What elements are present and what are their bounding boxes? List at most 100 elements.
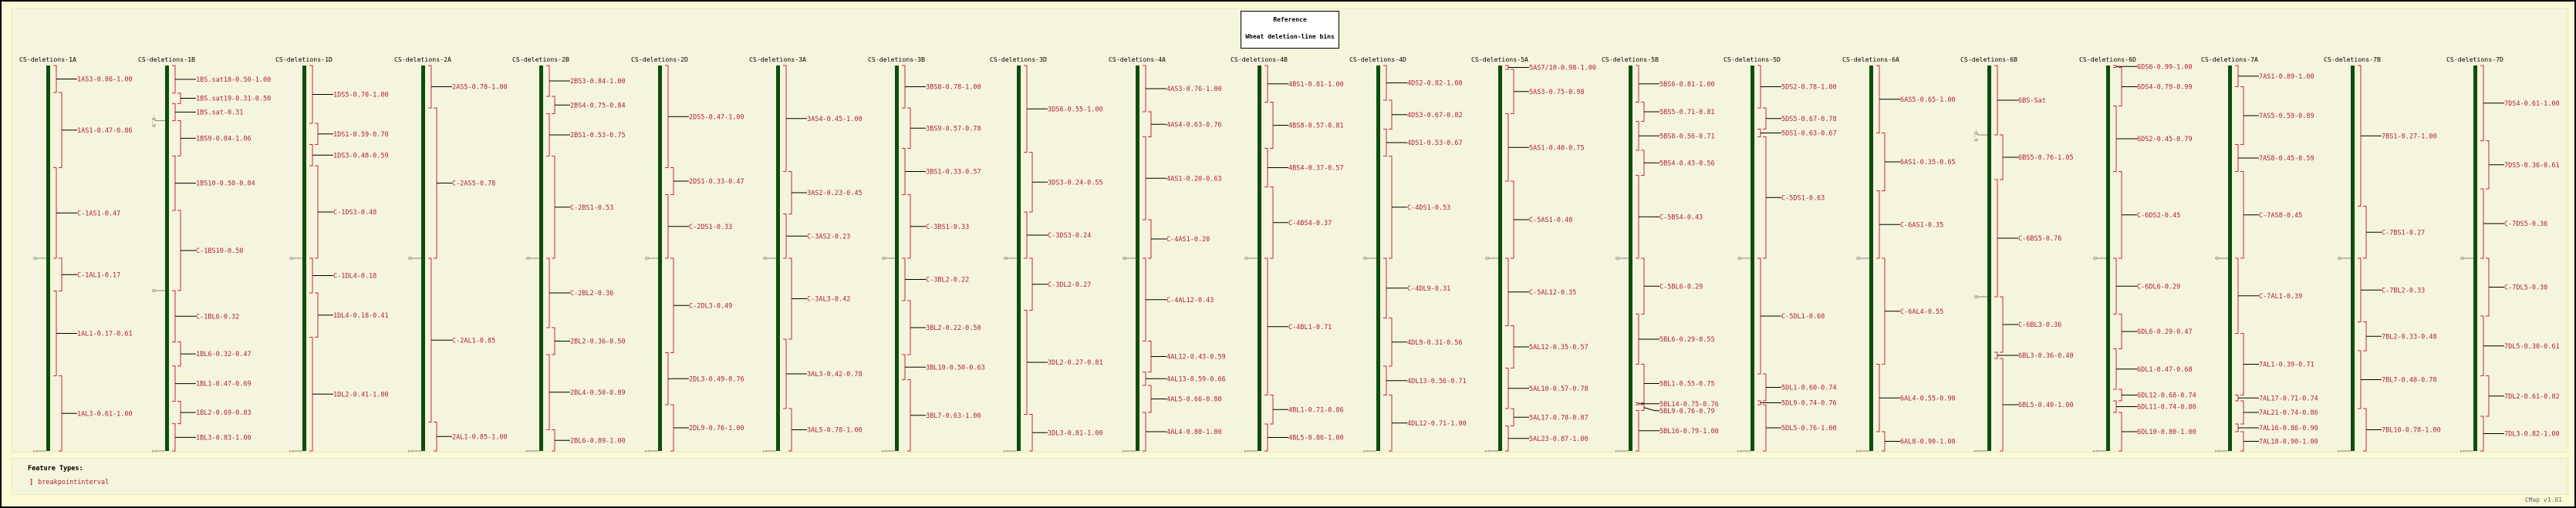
breakpoint-interval-bracket[interactable] <box>1389 99 1393 130</box>
breakpoint-interval-bracket[interactable] <box>172 65 176 94</box>
chromosome-title[interactable]: CS-deletions-5A <box>1471 56 1528 63</box>
breakpoint-interval-bracket[interactable] <box>59 92 62 168</box>
feature-label[interactable]: 6DS4-0.79-0.99 <box>2137 84 2193 92</box>
breakpoint-interval-bracket[interactable] <box>1641 257 1645 315</box>
feature-label[interactable]: C-7DL5-0.30 <box>2504 284 2547 292</box>
feature-label[interactable]: 5BL14-0.75-0.76 <box>1659 401 1719 409</box>
breakpoint-interval-bracket[interactable] <box>2113 257 2117 315</box>
feature-label[interactable]: 4AL4-0.80-1.00 <box>1166 429 1222 436</box>
breakpoint-interval-bracket[interactable] <box>53 167 57 259</box>
breakpoint-interval-bracket[interactable] <box>59 257 62 291</box>
chromosome-title[interactable]: CS-deletions-6D <box>2079 56 2136 63</box>
feature-label[interactable]: 6DL6-0.29-0.47 <box>2137 328 2193 336</box>
feature-label[interactable]: 6BS5-0.76-1.05 <box>2018 154 2074 162</box>
breakpoint-interval-bracket[interactable] <box>783 214 787 259</box>
feature-label[interactable]: 1DS3-0.48-0.59 <box>333 152 389 160</box>
feature-label[interactable]: C-7AL1-0.39 <box>2259 293 2302 301</box>
breakpoint-interval-bracket[interactable] <box>552 156 555 259</box>
breakpoint-interval-bracket[interactable] <box>1383 365 1387 395</box>
feature-label[interactable]: C-2DS1-0.33 <box>689 224 732 231</box>
feature-label[interactable]: 2DL9-0.76-1.00 <box>689 425 744 432</box>
feature-label[interactable]: 3BL10-0.50-0.63 <box>926 364 985 372</box>
chromosome-title[interactable]: CS-deletions-1B <box>138 56 195 63</box>
breakpoint-interval-bracket[interactable] <box>902 65 906 109</box>
feature-label[interactable]: 3AS4-0.45-1.00 <box>807 116 863 123</box>
feature-label[interactable]: C-2AL1-0.85 <box>452 337 495 345</box>
feature-label[interactable]: 5BL6-0.29-0.55 <box>1659 336 1715 344</box>
feature-label[interactable]: 1AS3-0.86-1.00 <box>77 76 133 84</box>
chromosome-bar[interactable] <box>1751 66 1754 451</box>
feature-label[interactable]: 3DL3-0.81-1.00 <box>1048 429 1103 437</box>
feature-label[interactable]: 5BL16-0.79-1.00 <box>1659 428 1719 436</box>
breakpoint-interval-bracket[interactable] <box>1389 156 1393 259</box>
feature-label[interactable]: 7AL16-0.86-0.90 <box>2259 425 2318 432</box>
feature-label[interactable]: 3DL2-0.27-0.81 <box>1048 359 1103 367</box>
breakpoint-interval-bracket[interactable] <box>177 210 181 291</box>
chromosome-bar[interactable] <box>302 66 306 451</box>
breakpoint-interval-bracket[interactable] <box>1389 395 1393 452</box>
feature-label[interactable]: 1BS.sat19-0.31-0.50 <box>196 96 271 103</box>
breakpoint-interval-bracket[interactable] <box>1264 423 1268 452</box>
breakpoint-interval-bracket[interactable] <box>1143 65 1146 113</box>
feature-label[interactable]: 2BS3-0.84-1.00 <box>570 78 626 86</box>
breakpoint-interval-bracket[interactable] <box>2486 140 2490 190</box>
chromosome-title[interactable]: CS-deletions-2D <box>631 56 688 63</box>
breakpoint-interval-bracket[interactable] <box>428 257 432 422</box>
breakpoint-interval-bracket[interactable] <box>2119 412 2122 452</box>
chromosome-title[interactable]: CS-deletions-4D <box>1349 56 1406 63</box>
feature-label[interactable]: C-1AL1-0.17 <box>77 271 120 279</box>
breakpoint-interval-bracket[interactable] <box>1763 107 1767 130</box>
breakpoint-interval-bracket[interactable] <box>309 337 313 452</box>
breakpoint-interval-bracket[interactable] <box>902 257 906 301</box>
feature-label[interactable]: 1BL6-0.32-0.47 <box>196 351 252 358</box>
breakpoint-interval-bracket[interactable] <box>2119 389 2122 402</box>
chromosome-title[interactable]: CS-deletions-4A <box>1109 56 1166 63</box>
feature-label[interactable]: 3BL7-0.63-1.00 <box>926 412 981 420</box>
breakpoint-interval-bracket[interactable] <box>1636 402 1639 405</box>
feature-label[interactable]: 4AS4-0.63-0.76 <box>1166 121 1222 129</box>
feature-label[interactable]: 5DL1-0.60-0.74 <box>1781 385 1837 392</box>
feature-label[interactable]: 3AS2-0.23-0.45 <box>807 190 863 197</box>
breakpoint-interval-bracket[interactable] <box>1876 190 1880 259</box>
chromosome-title[interactable]: CS-deletions-6B <box>1960 56 2017 63</box>
chromosome-title[interactable]: CS-deletions-7B <box>2324 56 2381 63</box>
breakpoint-interval-bracket[interactable] <box>1641 150 1645 176</box>
feature-label[interactable]: 1BS9-0.84-1.06 <box>196 135 252 143</box>
breakpoint-interval-bracket[interactable] <box>1882 257 1886 365</box>
breakpoint-interval-bracket[interactable] <box>1148 341 1152 372</box>
feature-label[interactable]: 2BL2-0.36-0.50 <box>570 338 626 346</box>
chromosome-bar[interactable] <box>895 66 899 451</box>
feature-label[interactable]: 4DL13-0.56-0.71 <box>1407 378 1467 385</box>
feature-label[interactable]: 7DS5-0.36-0.61 <box>2504 162 2560 170</box>
feature-label[interactable]: 4AS3-0.76-1.00 <box>1166 86 1222 93</box>
breakpoint-interval-bracket[interactable] <box>1994 179 1998 298</box>
feature-label[interactable]: 6BS-Sat <box>2018 97 2046 105</box>
feature-label[interactable]: 6BL5-0.40-1.00 <box>2018 402 2074 409</box>
feature-label[interactable]: 5DS5-0.67-0.78 <box>1781 116 1837 123</box>
feature-label[interactable]: 4DL9-0.31-0.56 <box>1407 339 1463 347</box>
breakpoint-interval-bracket[interactable] <box>1636 65 1639 103</box>
breakpoint-interval-bracket[interactable] <box>665 352 669 405</box>
breakpoint-interval-bracket[interactable] <box>2480 188 2484 259</box>
breakpoint-interval-bracket[interactable] <box>670 257 674 353</box>
breakpoint-interval-bracket[interactable] <box>1505 257 1509 326</box>
chromosome-bar[interactable] <box>2228 66 2232 451</box>
breakpoint-interval-bracket[interactable] <box>1641 102 1645 122</box>
breakpoint-interval-bracket[interactable] <box>552 327 555 355</box>
feature-label[interactable]: 4BL1-0.71-0.86 <box>1288 406 1344 414</box>
feature-label[interactable]: 3BL2-0.22-0.50 <box>926 325 981 332</box>
breakpoint-interval-bracket[interactable] <box>2240 333 2244 395</box>
chromosome-bar[interactable] <box>1869 66 1873 451</box>
feature-label[interactable]: 2DL3-0.49-0.76 <box>689 375 744 383</box>
feature-label[interactable]: 5BS4-0.43-0.56 <box>1659 160 1715 167</box>
breakpoint-interval-bracket[interactable] <box>2363 408 2367 452</box>
feature-label[interactable]: 5BL9-0.76-0.79 <box>1659 408 1715 415</box>
feature-label[interactable]: 6DS6-0.99-1.00 <box>2137 63 2193 71</box>
feature-label[interactable]: 1DL4-0.18-0.41 <box>333 312 389 320</box>
feature-label[interactable]: C-6DS2-0.45 <box>2137 212 2180 220</box>
breakpoint-interval-bracket[interactable] <box>2240 86 2244 145</box>
feature-label[interactable]: 2BS4-0.75-0.84 <box>570 102 626 109</box>
feature-label[interactable]: 5AS7/10-0.98-1.00 <box>1529 65 1596 72</box>
chromosome-title[interactable]: CS-deletions-2A <box>394 56 451 63</box>
feature-label[interactable]: C-6AS1-0.35 <box>1900 221 1943 229</box>
